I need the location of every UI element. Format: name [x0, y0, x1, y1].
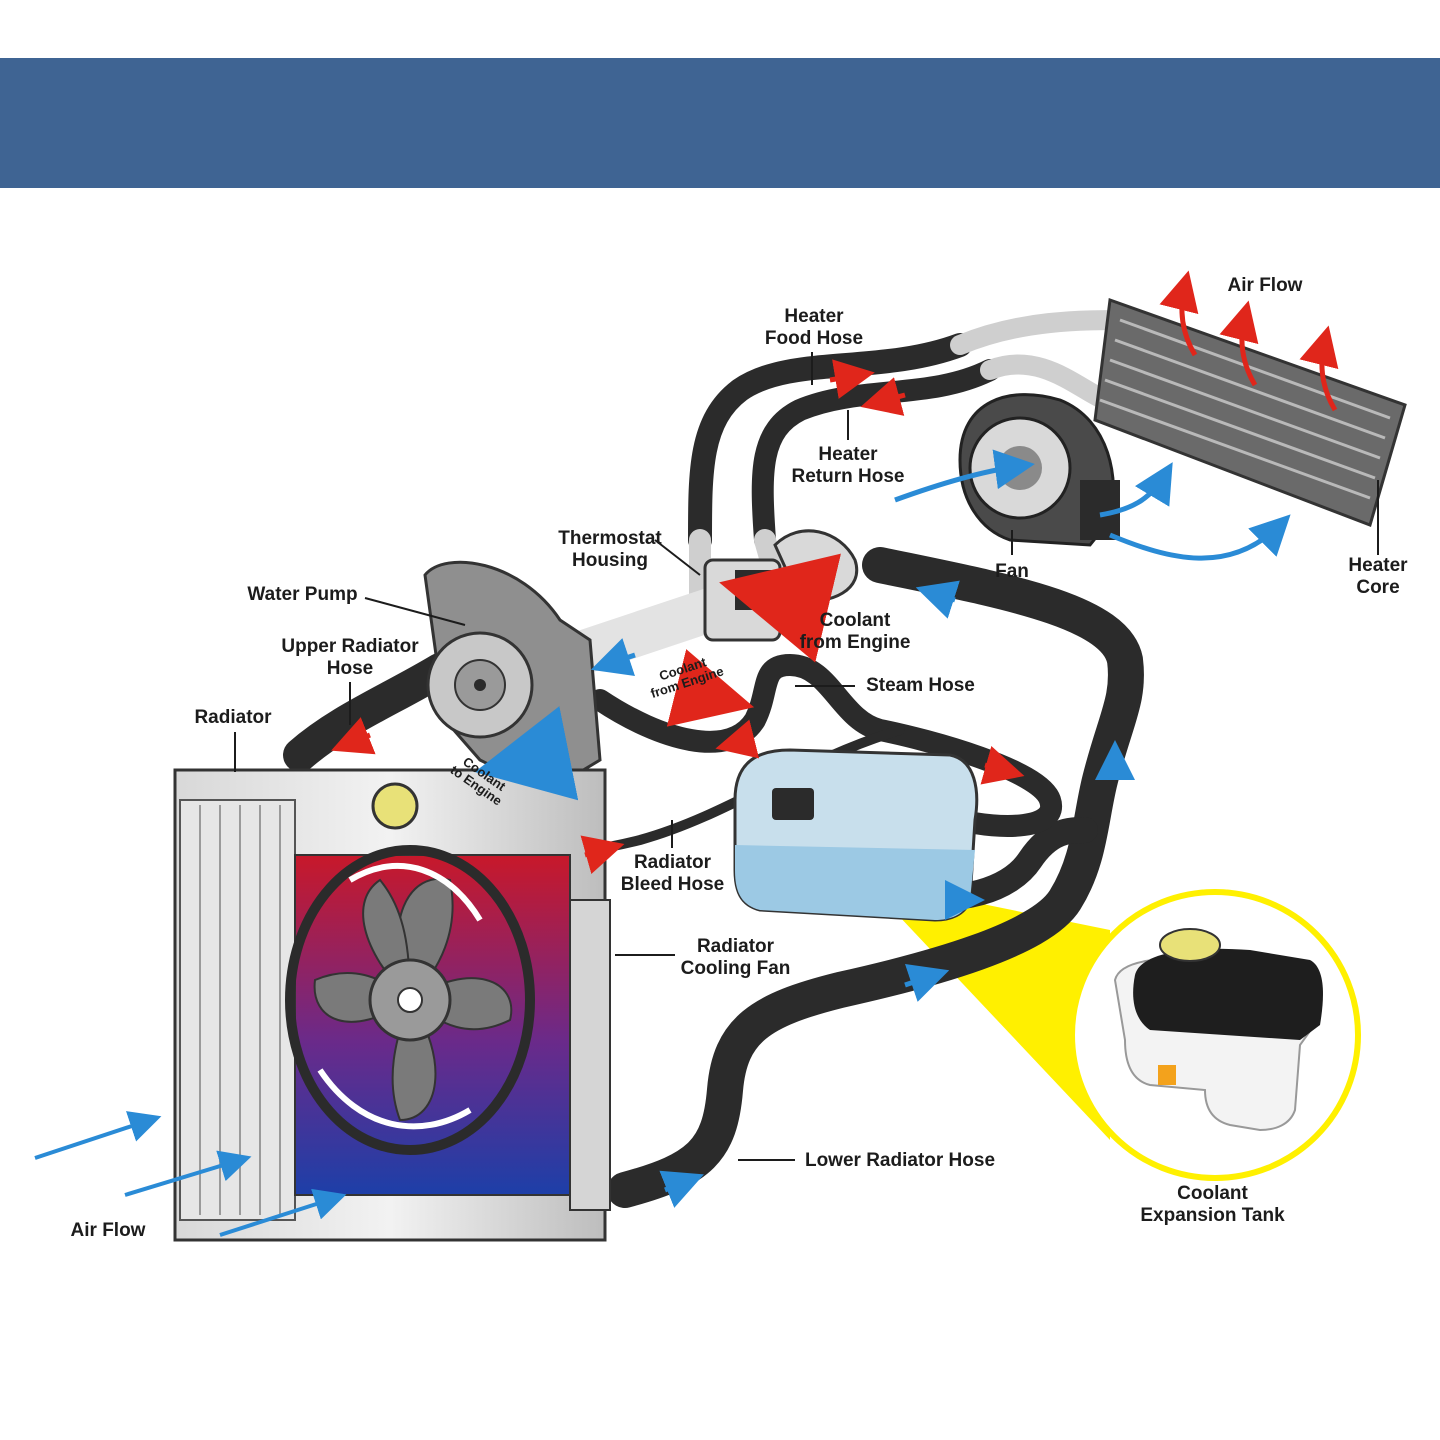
- air-flow-arrows-bottom: [34, 1111, 347, 1237]
- label-water-pump: Water Pump: [247, 584, 358, 605]
- banner-background: [0, 58, 1440, 188]
- label-steam-hose: Steam Hose: [866, 675, 975, 696]
- upper-radiator-hose: [283, 653, 457, 772]
- radiator-cooling-fan: [285, 845, 535, 1155]
- coolant-expansion-tank: [733, 748, 979, 922]
- zoom-highlight-beam: [865, 880, 1110, 1140]
- heater-return-hose: [751, 359, 1001, 551]
- expansion-tank-zoom: [1069, 889, 1361, 1181]
- leader-lines: [234, 352, 1379, 1161]
- lower-radiator-hose: [607, 547, 1144, 1208]
- label-fan: Fan: [995, 561, 1029, 582]
- heater-core: [1093, 297, 1407, 527]
- air-flow-arrows-top: [1159, 270, 1339, 412]
- label-radiator: Radiator: [194, 707, 272, 728]
- label-air-flow-bottom: Air Flow: [70, 1220, 146, 1241]
- label-lower-radiator-hose: Lower Radiator Hose: [804, 1150, 996, 1171]
- coolant-flow-arrows: [331, 359, 1291, 1208]
- label-air-flow-top: Air Flow: [1227, 275, 1303, 296]
- heater-food-hose: [688, 333, 972, 552]
